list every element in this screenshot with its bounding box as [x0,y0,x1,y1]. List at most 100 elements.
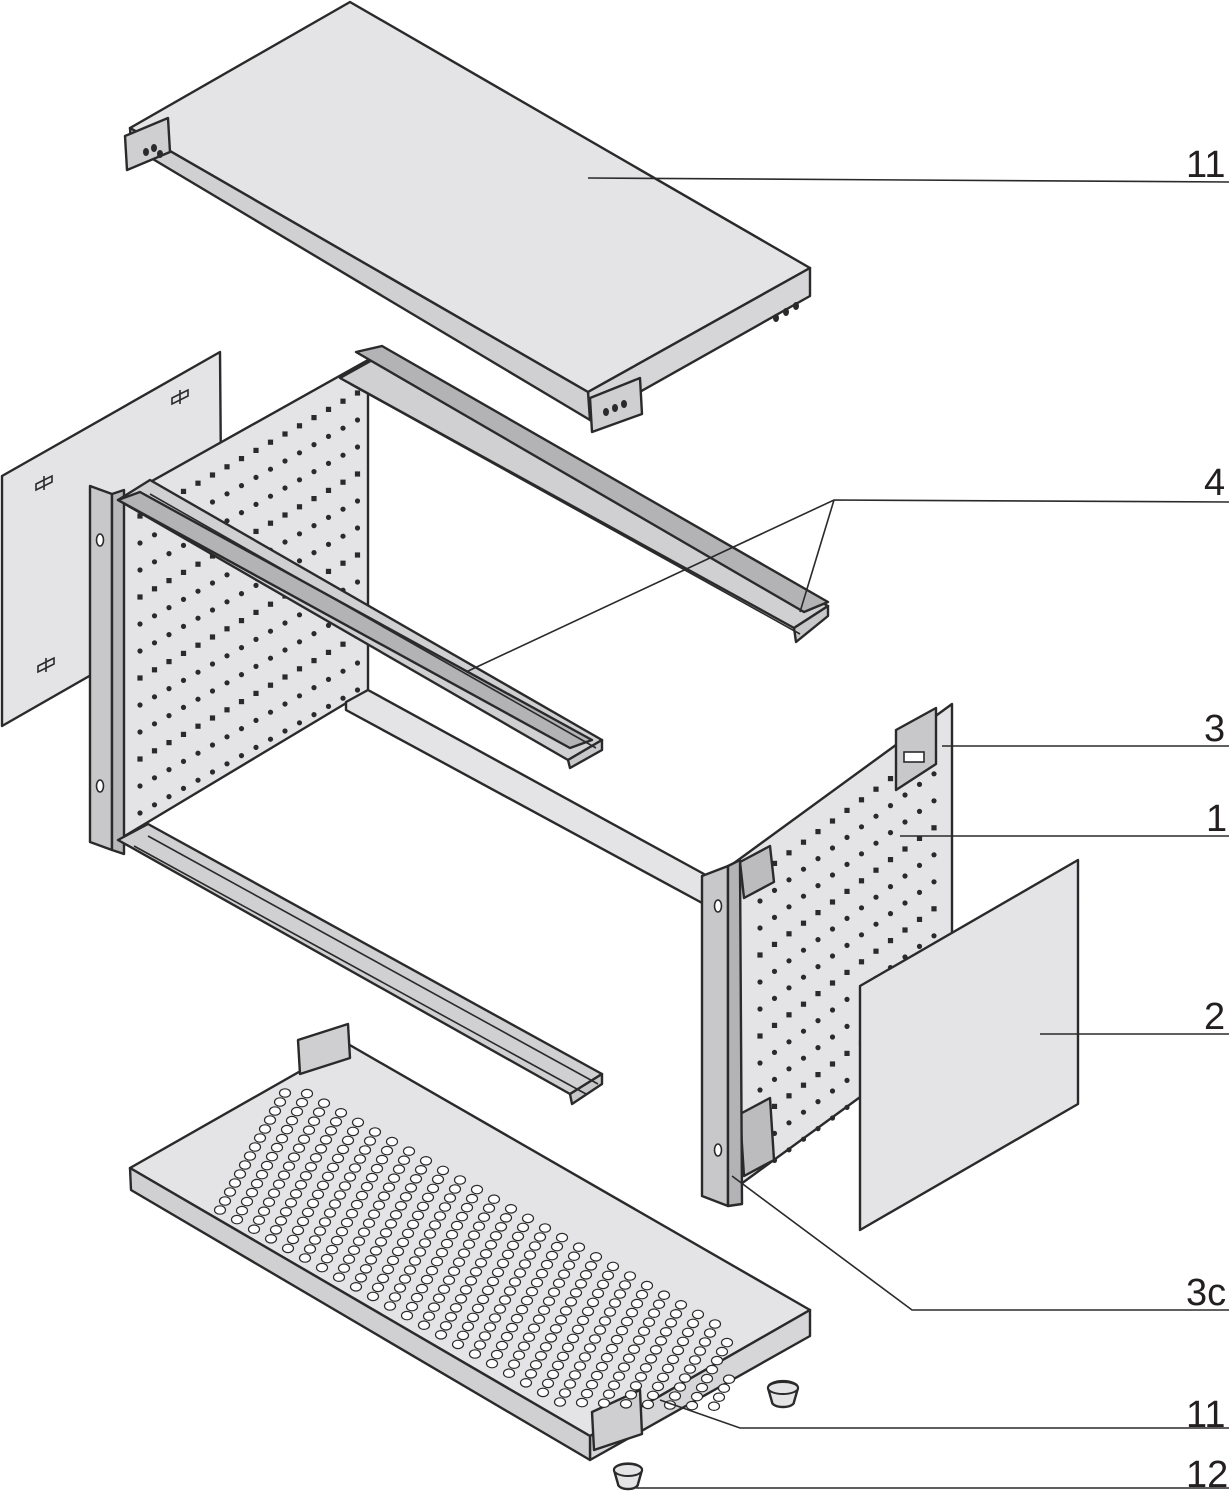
perforation-hole [786,1147,792,1153]
perforation-hole [815,829,821,835]
perforation-hole [180,569,187,575]
vent-hole [426,1183,440,1194]
vent-hole [290,1106,304,1117]
callout-front-profile: 3c [1186,1272,1227,1314]
vent-hole [590,1370,604,1381]
vent-hole [410,1292,424,1303]
vent-hole [337,1263,351,1273]
vent-hole [617,1362,631,1372]
vent-hole [519,1378,533,1388]
perforation-hole [829,980,836,986]
vent-hole [608,1298,622,1308]
vent-hole [230,1214,244,1225]
perforation-hole [137,621,143,627]
vent-hole [317,1098,331,1108]
perforation-hole [844,969,850,975]
vent-hole [527,1323,541,1333]
perforation-hole [238,672,245,678]
vent-hole [605,1343,619,1354]
vent-hole [569,1288,583,1298]
vent-hole [405,1301,419,1312]
vent-hole [274,1216,288,1226]
foot-upper [766,1379,800,1409]
vent-hole [637,1326,651,1336]
perforation-hole [137,729,143,735]
perforation-hole [829,1088,836,1094]
vent-hole [365,1172,379,1183]
vent-hole [340,1217,354,1228]
perforation-hole [858,932,865,938]
vent-hole [325,1244,339,1255]
perforation-hole [340,641,346,647]
vent-hole [419,1156,433,1166]
leader-rails [465,499,1229,673]
callout-top-cover: 11 [1186,144,1226,186]
perforation-hole [238,456,245,462]
vent-hole [448,1184,462,1194]
vent-hole [574,1279,588,1289]
foot-lower [612,1462,644,1491]
vent-hole [559,1306,573,1316]
vent-hole [503,1286,517,1296]
perforation-hole [195,480,201,486]
vent-hole [255,1169,269,1180]
vent-hole [566,1333,580,1344]
perforation-hole [282,485,288,491]
vent-hole [477,1212,491,1222]
vent-hole [422,1311,436,1321]
vent-hole [238,1160,252,1170]
perforation-hole [166,632,172,638]
vent-hole [479,1249,493,1259]
perforation-hole [296,612,303,618]
perforation-hole [253,744,259,751]
vent-hole [321,1171,335,1182]
perforation-hole [858,959,865,965]
vent-hole [656,1372,670,1383]
perforation-hole [311,631,317,637]
perforation-hole [180,596,187,603]
perforation-hole [282,458,288,464]
perforation-hole [858,851,865,857]
vent-hole [596,1279,610,1290]
vent-hole [343,1172,357,1182]
vent-hole [304,1162,318,1172]
perforation-hole [771,1103,778,1109]
vent-hole [515,1304,529,1315]
vent-hole [245,1187,259,1198]
vent-hole [459,1285,473,1295]
perforation-hole [296,504,303,510]
perforation-hole [354,444,361,450]
vent-hole [634,1372,648,1382]
vent-hole [557,1269,571,1279]
perforation-hole [137,594,143,600]
perforation-hole [354,390,361,396]
vent-hole [369,1246,383,1256]
vent-hole [275,1133,289,1144]
callout-bottom-cover: 11 [1186,1394,1226,1436]
perforation-hole [311,442,317,448]
vent-hole [595,1361,609,1372]
vent-hole [554,1315,568,1325]
perforation-hole [354,525,361,531]
perforation-hole [354,498,361,504]
perforation-hole [195,750,201,756]
vent-hole [440,1238,454,1249]
perforation-hole [267,682,274,688]
perforation-hole [858,905,865,911]
vent-hole [345,1208,359,1219]
vent-hole [265,1151,279,1162]
vent-hole [427,1302,441,1312]
perforation-hole [282,728,288,734]
vent-hole [250,1178,264,1189]
vent-hole [517,1341,531,1351]
perforation-hole [340,452,346,458]
vent-hole [409,1174,423,1184]
vent-hole [467,1230,481,1240]
vent-hole [257,1206,271,1216]
vent-hole [606,1261,620,1272]
vent-hole [416,1201,430,1212]
perforation-hole [238,591,245,597]
perforation-hole [209,607,216,613]
perforation-hole [858,878,865,884]
vent-hole [580,1388,594,1399]
